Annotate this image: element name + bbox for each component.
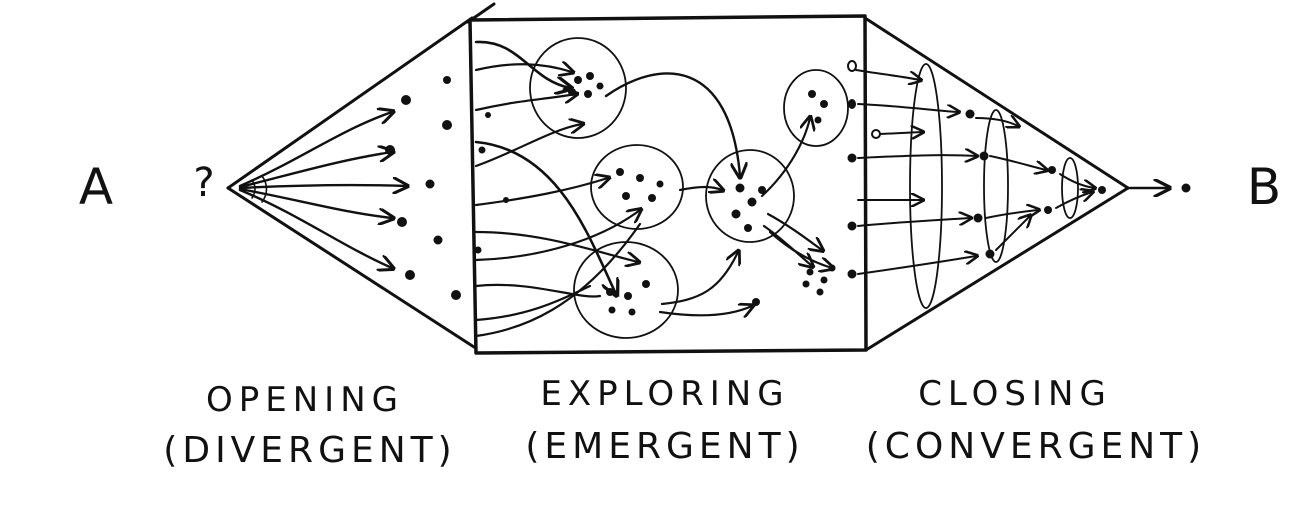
phase-exploring-name: EXPLORING	[540, 374, 790, 414]
closing-filters	[909, 63, 1079, 309]
closing-triangle	[863, 16, 1130, 352]
phase-closing-name: CLOSING	[918, 374, 1112, 414]
divergent-arrows	[238, 112, 406, 268]
opening-dots	[385, 76, 461, 300]
phase-closing-subtitle: (CONVERGENT)	[865, 426, 1207, 467]
closing-dots	[847, 60, 1191, 279]
start-label: A	[78, 158, 114, 216]
exploring-dots	[474, 72, 836, 316]
exploring-box	[466, 2, 868, 355]
exploring-arrows	[474, 40, 832, 338]
convergent-arrows	[855, 69, 1168, 275]
start-question-mark: ?	[193, 160, 215, 206]
phase-opening-name: OPENING	[206, 380, 404, 420]
opening-triangle	[226, 16, 476, 349]
phase-opening-subtitle: (DIVERGENT)	[163, 430, 457, 471]
end-label: B	[1246, 158, 1282, 216]
phase-exploring-subtitle: (EMERGENT)	[525, 426, 805, 467]
